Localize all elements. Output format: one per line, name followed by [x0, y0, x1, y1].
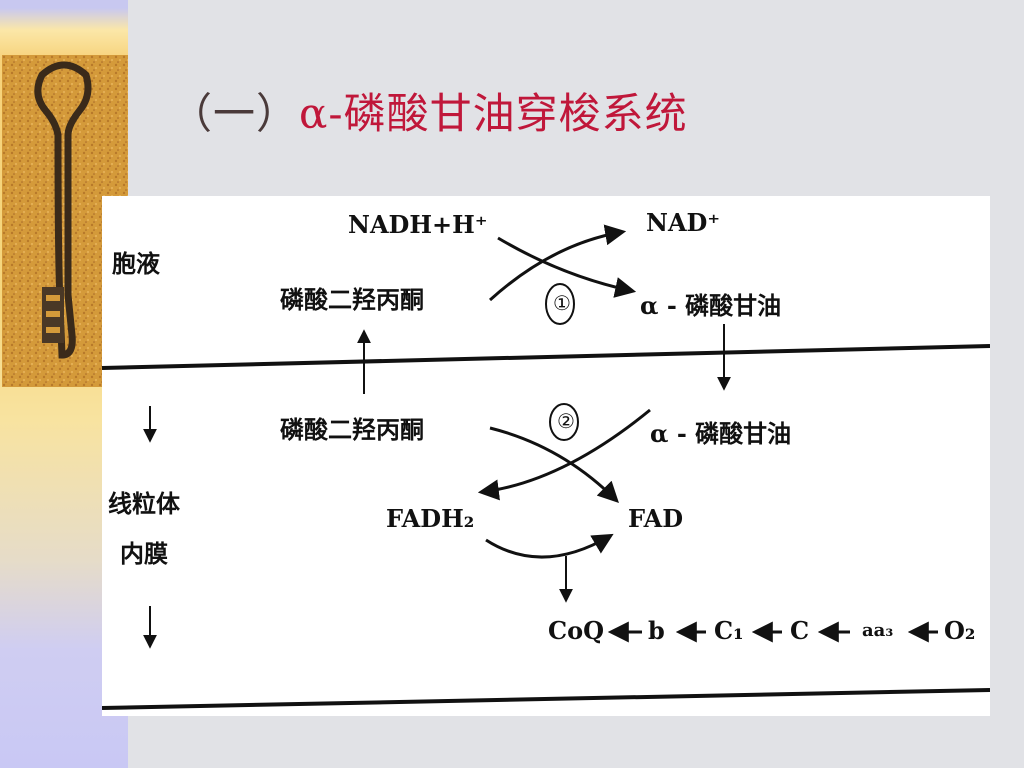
membrane-arc-g3p — [477, 408, 651, 501]
shuttle-diagram: 胞液 线粒体 内膜 NADH+H⁺ NAD⁺ 磷酸二羟丙酮 α - 磷酸甘油 ①… — [102, 196, 990, 716]
chain-b: b — [648, 616, 665, 645]
enzyme-2-label: ② — [557, 409, 575, 433]
membrane-line-top — [102, 344, 990, 370]
cytosol-arc-nad — [488, 224, 627, 302]
enzyme-2-circle — [549, 403, 579, 441]
chain-o2: O₂ — [944, 616, 976, 645]
label-mito-line1: 线粒体 — [108, 489, 180, 518]
cytosol-arc-nadh — [497, 236, 637, 298]
label-cytosol: 胞液 — [112, 249, 160, 278]
chain-c1: C₁ — [714, 616, 744, 645]
label-membrane-dhap: 磷酸二羟丙酮 — [280, 415, 424, 444]
slide-title: （一）α-磷酸甘油穿梭系统 — [170, 80, 688, 141]
label-membrane-g3p: α - 磷酸甘油 — [650, 419, 792, 448]
enzyme-1-circle — [545, 283, 575, 325]
membrane-line-bottom — [102, 688, 990, 710]
label-fad: FAD — [628, 504, 684, 533]
label-nadh: NADH+H⁺ — [348, 210, 488, 239]
title-prefix: （一） — [170, 89, 300, 138]
label-fadh2: FADH₂ — [386, 504, 475, 533]
label-nad: NAD⁺ — [646, 208, 721, 237]
diagram-lines — [102, 224, 990, 710]
label-cytosol-g3p: α - 磷酸甘油 — [640, 291, 782, 320]
enzyme-1-label: ① — [553, 291, 571, 315]
chain-aa3: aa₃ — [862, 620, 894, 641]
chain-c: C — [790, 616, 810, 645]
arc-fad-fadh2 — [485, 533, 614, 559]
label-mito-line2: 内膜 — [120, 539, 168, 568]
membrane-arc-dhap — [489, 426, 619, 503]
chain-coq: CoQ — [548, 616, 605, 645]
label-cytosol-dhap: 磷酸二羟丙酮 — [280, 285, 424, 314]
title-main: α-磷酸甘油穿梭系统 — [299, 89, 688, 138]
